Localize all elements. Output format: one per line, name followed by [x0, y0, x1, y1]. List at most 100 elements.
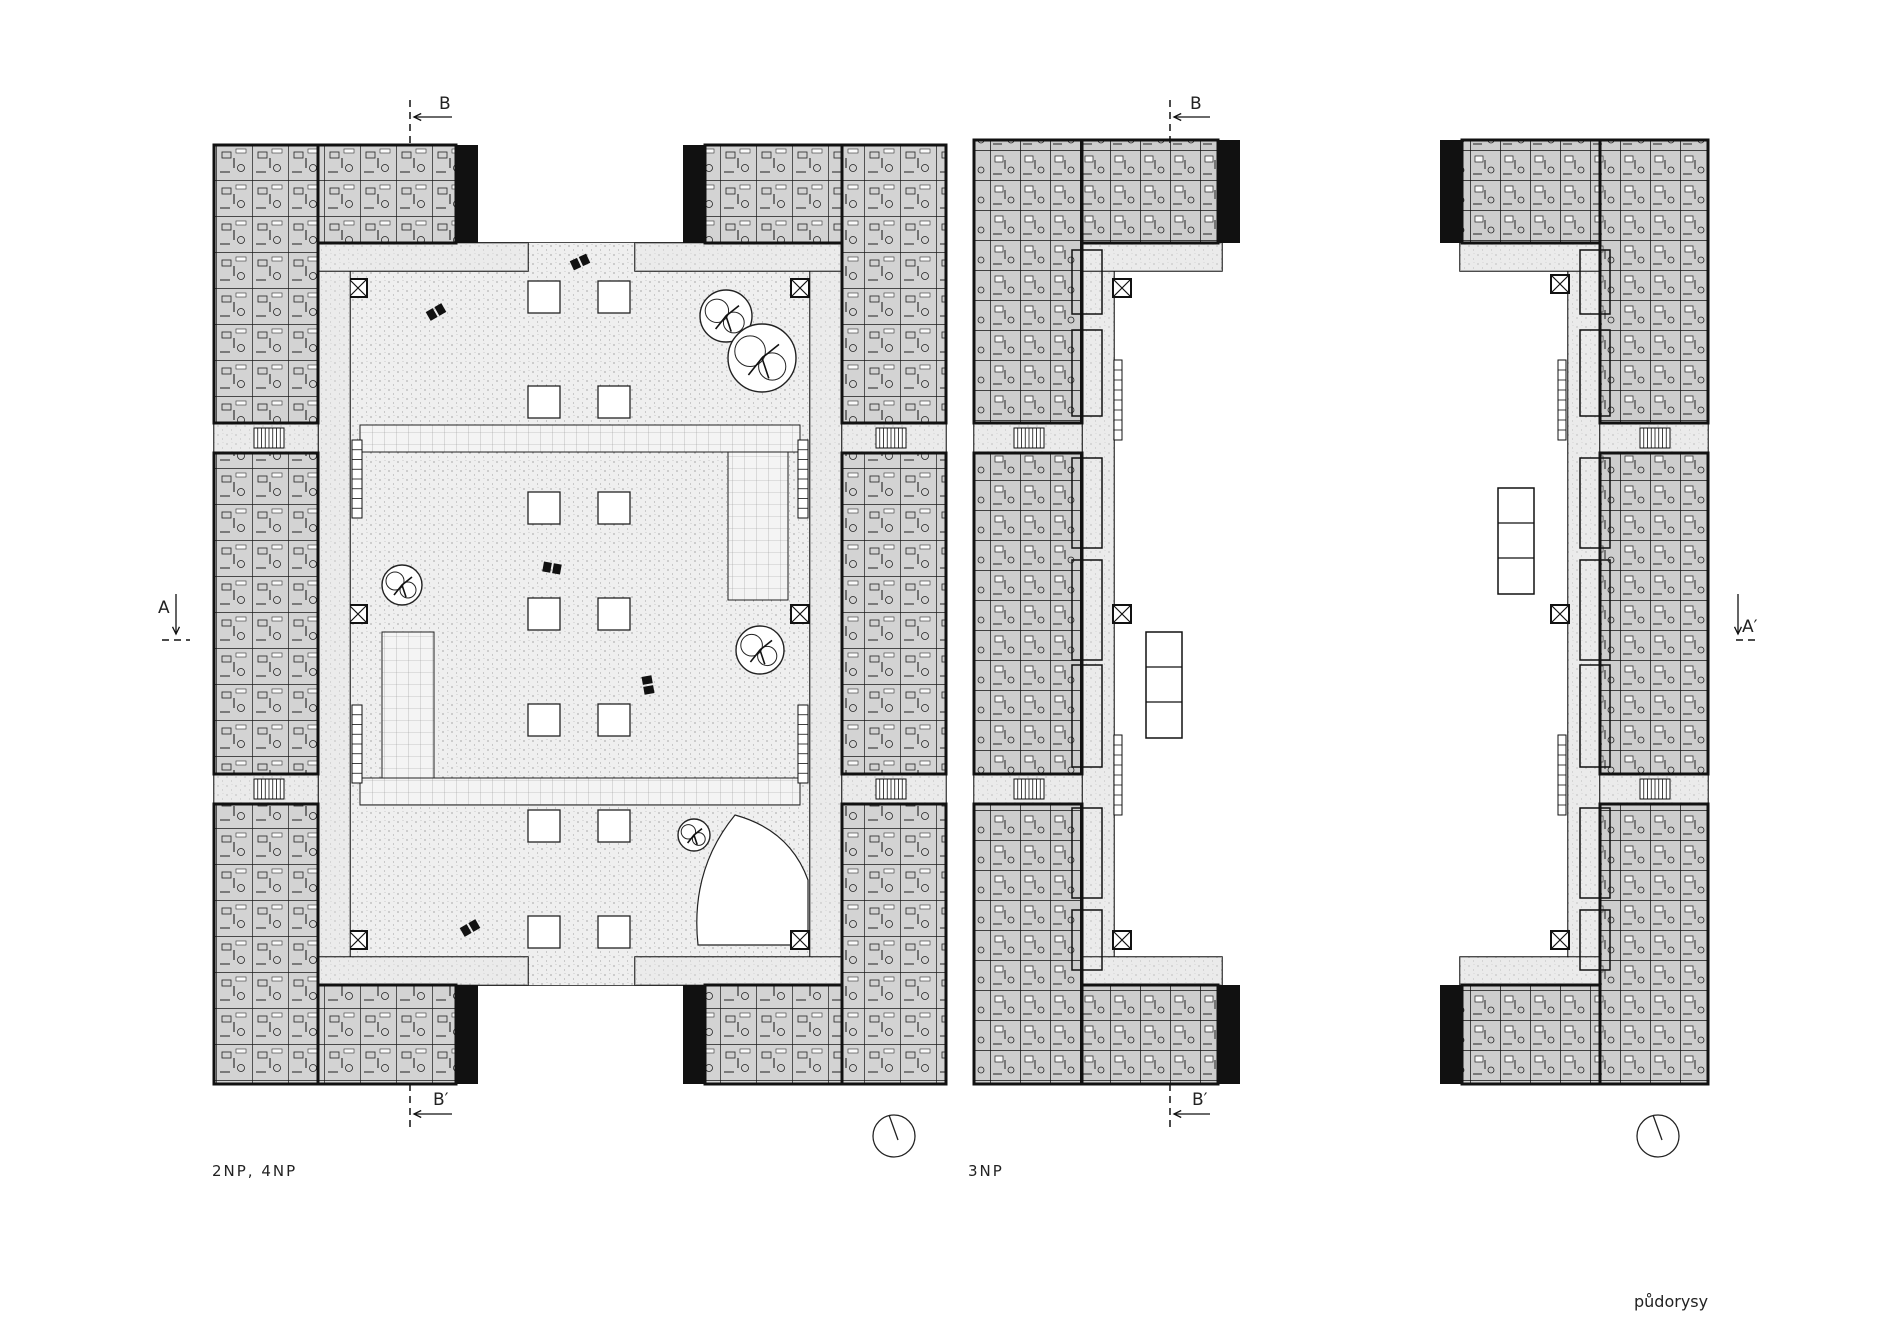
corridor-texture — [810, 243, 842, 985]
planter-icon — [527, 280, 561, 314]
planter-icon — [597, 597, 631, 631]
bench-seat — [542, 561, 552, 573]
planter-icon — [527, 809, 561, 843]
apartment-block — [212, 451, 320, 776]
column-cross — [1112, 604, 1132, 624]
north-arrow-icon — [872, 1114, 916, 1158]
balcony-outline — [1579, 807, 1611, 899]
apartment-block — [212, 802, 320, 1086]
paved-path-top — [359, 424, 801, 453]
bench-icon — [459, 919, 481, 937]
column-cross — [1112, 278, 1132, 298]
section-arrow-head — [412, 1109, 422, 1119]
paved-terrace — [381, 631, 435, 779]
corridor-texture — [635, 957, 842, 985]
column-icon — [348, 930, 368, 950]
column-cross — [1112, 930, 1132, 950]
apartment-block — [1460, 138, 1602, 245]
planter-icon — [597, 703, 631, 737]
apartment-block — [1460, 983, 1602, 1086]
skylight-outline — [1145, 631, 1183, 739]
apartment-block — [703, 983, 844, 1086]
planter-icon — [527, 597, 561, 631]
tree-lobe — [704, 298, 730, 323]
facade-wall — [683, 145, 705, 243]
bench-seat — [434, 303, 447, 316]
column-icon — [790, 278, 810, 298]
balcony-outline — [1071, 807, 1103, 899]
bench-seat — [578, 253, 591, 267]
facade-wall — [456, 145, 478, 243]
corridor-texture — [635, 243, 842, 271]
skylight-dividers — [1146, 666, 1182, 703]
column-icon — [790, 930, 810, 950]
tree-lobe — [399, 581, 417, 599]
corridor-texture — [1568, 243, 1600, 985]
bench-seat — [459, 924, 472, 937]
column-icon — [348, 604, 368, 624]
stair-icon — [1113, 359, 1123, 441]
apartment-block — [1598, 451, 1710, 776]
facade-wall — [1440, 140, 1462, 243]
balcony-outline — [1579, 909, 1611, 971]
stair-icon — [1639, 778, 1671, 800]
column-cross — [1550, 604, 1570, 624]
bench-icon — [542, 561, 562, 575]
north-needle — [888, 1114, 899, 1141]
skylight-outline — [1497, 487, 1535, 595]
section-mark-b-top-2: B — [1190, 94, 1202, 114]
column-icon — [348, 278, 368, 298]
apartment-block — [1598, 138, 1710, 425]
planter-icon — [597, 809, 631, 843]
stair-icon — [1113, 734, 1123, 816]
tree-lobe — [758, 352, 787, 381]
stair-icon — [351, 704, 363, 784]
corridor-texture — [1082, 243, 1114, 985]
balcony-outline — [1071, 249, 1103, 315]
sheet-title: půdorysy — [1634, 1292, 1709, 1311]
bench-seat — [468, 919, 481, 932]
section-arrow-head — [412, 112, 422, 122]
plan-upper-floor — [1440, 138, 1760, 1158]
balcony-outline — [1579, 329, 1611, 417]
column-cross — [1550, 274, 1570, 294]
tree-lobe — [385, 571, 405, 591]
north-circle — [872, 1114, 916, 1158]
column-cross — [1550, 930, 1570, 950]
apartment-block — [840, 802, 948, 1086]
skylight-dividers — [1498, 522, 1534, 559]
plan-2np-4np — [162, 100, 948, 1158]
facade-wall — [1218, 140, 1240, 243]
paved-terrace — [727, 451, 789, 601]
column-icon — [1550, 930, 1570, 950]
planter-icon — [597, 915, 631, 949]
tree-lobe — [757, 645, 778, 667]
stair-icon — [1013, 778, 1045, 800]
stair-icon — [253, 778, 285, 800]
bench-seat — [641, 675, 653, 685]
column-cross — [790, 278, 810, 298]
corridor-texture — [318, 243, 528, 271]
column-icon — [790, 604, 810, 624]
bench-icon — [641, 675, 655, 695]
apartment-block — [972, 138, 1084, 425]
section-mark-b-bottom-2: B′ — [1192, 1090, 1208, 1110]
column-cross — [348, 604, 368, 624]
stair-icon — [797, 704, 809, 784]
north-circle — [1636, 1114, 1680, 1158]
section-mark-b-top-1: B — [439, 94, 451, 114]
tree-branches — [714, 304, 740, 332]
apartment-block — [212, 143, 320, 425]
section-arrow-head — [1733, 626, 1743, 636]
tree-lobe — [691, 832, 706, 846]
corridor-texture — [1082, 243, 1222, 271]
balcony-outline — [1579, 249, 1611, 315]
stair-icon — [797, 439, 809, 519]
facade-wall — [683, 985, 705, 1084]
bench-seat — [425, 308, 438, 321]
facade-wall — [1440, 985, 1462, 1084]
apartment-block — [1598, 802, 1710, 1086]
balcony-outline — [1071, 457, 1103, 549]
apartment-block — [316, 983, 458, 1086]
